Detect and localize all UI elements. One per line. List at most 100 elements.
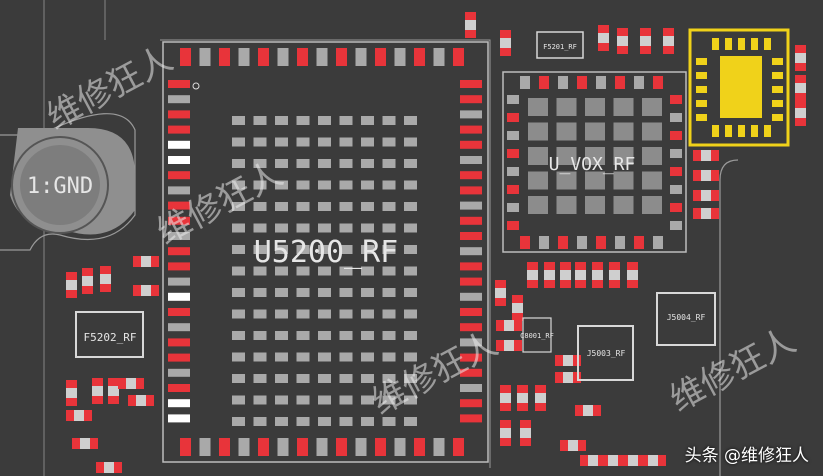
main-pad-left (168, 171, 190, 180)
main-pad-right (460, 277, 482, 286)
main-pad-left (168, 216, 190, 225)
main-pad-grid (253, 137, 267, 147)
chip-pad (527, 262, 538, 270)
main-pad-right (460, 338, 482, 347)
chip-pad (640, 28, 651, 36)
main-pad-grid (275, 395, 288, 405)
vox-pad-grid (585, 98, 605, 116)
main-pad-left (168, 125, 190, 134)
yellow-pad-bottom (725, 125, 732, 137)
main-pad-top (394, 48, 406, 66)
main-pad-grid (339, 180, 353, 190)
chip-pad (151, 285, 159, 296)
main-pad-bottom (355, 438, 367, 456)
main-pad-bottom (433, 438, 445, 456)
main-pad-grid (361, 245, 374, 254)
main-pad-grid (339, 288, 353, 297)
chip-pad (711, 170, 719, 181)
main-pad-left (168, 186, 190, 195)
chip-pad (151, 256, 159, 267)
vox-pad-right (670, 149, 682, 158)
main-pad-grid (361, 180, 374, 190)
chip-pad (620, 455, 628, 466)
chip-body (500, 30, 511, 56)
vox-pad-grid (613, 171, 634, 190)
vox-pad-grid (642, 147, 662, 165)
main-pad-bottom (199, 438, 211, 456)
vox-pad-left (507, 131, 519, 140)
chip-pad (693, 190, 701, 201)
main-pad-grid (361, 395, 374, 405)
main-pad-grid (339, 374, 353, 383)
chip-body (627, 262, 638, 288)
main-pad-grid (275, 202, 288, 211)
yellow-pad-right (772, 114, 783, 121)
chip-body (133, 285, 159, 296)
vox-pad-grid (642, 122, 662, 141)
chip-body (496, 340, 522, 351)
chip-pad (795, 118, 806, 126)
chip-body (128, 395, 154, 406)
vox-pad-grid (556, 171, 577, 190)
main-pad-bottom (180, 438, 191, 456)
chip-pad (560, 262, 571, 270)
chip-pad (133, 285, 141, 296)
vox-pad-top (615, 76, 625, 89)
chip-pad (496, 320, 504, 331)
c8001-footprint (522, 317, 552, 353)
main-pad-right (460, 323, 482, 332)
main-pad-left (168, 399, 190, 408)
chip-body (72, 438, 98, 449)
main-pad-grid (382, 417, 396, 426)
main-pad-grid (404, 417, 417, 426)
main-pad-grid (404, 309, 417, 319)
main-pad-right (460, 216, 482, 225)
chip-body (555, 355, 581, 366)
main-pad-grid (382, 266, 396, 276)
main-pad-grid (361, 288, 374, 297)
main-pad-top (375, 48, 386, 66)
chip-pad (108, 396, 119, 404)
main-ic-label: U5200_RF (254, 235, 399, 270)
main-pad-left (168, 247, 190, 256)
chip-pad (82, 286, 93, 294)
chip-pad (598, 25, 609, 33)
vox-pad-left (507, 167, 519, 176)
vox-pad-grid (556, 122, 577, 141)
chip-pad (96, 462, 104, 473)
vox-pad-right (670, 95, 682, 104)
main-pad-right (460, 140, 482, 149)
chip-body (598, 25, 609, 51)
main-pad-grid (339, 266, 353, 276)
main-pad-bottom (336, 438, 347, 456)
main-pad-grid (339, 395, 353, 405)
chip-pad (500, 403, 511, 411)
chip-pad (795, 63, 806, 71)
main-pad-grid (404, 223, 417, 233)
chip-pad (500, 48, 511, 56)
vox-pad-bottom (558, 236, 568, 249)
chip-body (555, 372, 581, 383)
main-pad-grid (318, 374, 331, 383)
chip-pad (560, 280, 571, 288)
main-pad-bottom (394, 438, 406, 456)
main-pad-grid (382, 395, 396, 405)
main-pad-grid (296, 374, 310, 383)
main-pad-grid (339, 159, 353, 168)
main-pad-grid (232, 417, 245, 426)
chip-body (512, 295, 523, 321)
chip-pad (693, 150, 701, 161)
vox-pad-grid (613, 147, 634, 165)
main-pad-grid (296, 116, 310, 125)
yellow-pad-right (772, 72, 783, 79)
chip-pad (92, 378, 103, 386)
main-pad-grid (404, 266, 417, 276)
chip-pad (593, 405, 601, 416)
chip-pad (66, 272, 77, 280)
vox-pad-right (670, 203, 682, 212)
main-pad-bottom (414, 438, 425, 456)
chip-pad (560, 440, 568, 451)
main-pad-grid (382, 309, 396, 319)
main-pad-grid (382, 245, 396, 254)
chip-pad (693, 170, 701, 181)
